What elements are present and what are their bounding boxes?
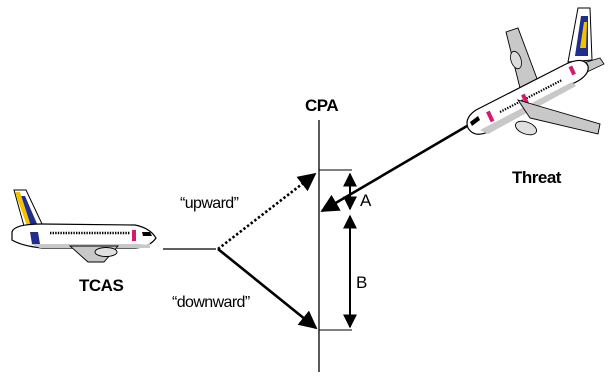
downward-path-arrow (217, 247, 318, 330)
tcas-aircraft-icon (11, 189, 157, 263)
threat-aircraft-icon (466, 7, 605, 136)
threat-label: Threat (512, 168, 562, 187)
threat-path-arrow (320, 124, 468, 213)
dimension-a-label: A (360, 191, 372, 210)
dimension-b-label: B (356, 273, 367, 292)
upward-label: “upward” (180, 195, 239, 212)
tcas-label: TCAS (79, 276, 123, 295)
downward-label: “downward” (172, 294, 250, 311)
cpa-label: CPA (305, 96, 338, 115)
upward-path-arrow (217, 172, 317, 251)
